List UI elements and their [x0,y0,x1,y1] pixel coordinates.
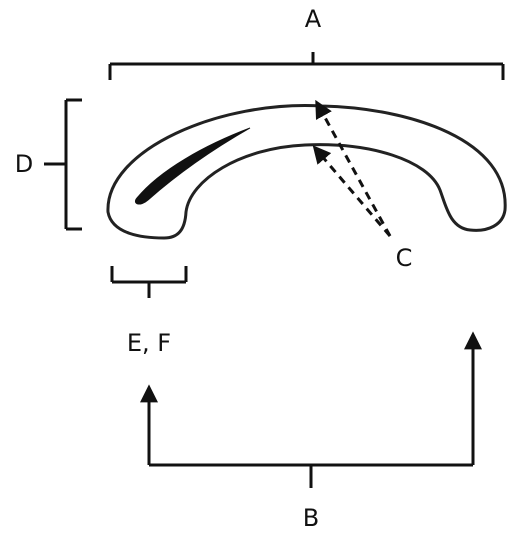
arrow-c-inner [312,145,392,237]
arrow-c-outer [315,99,392,237]
bracket-b [140,331,482,488]
arrows-c [312,99,392,237]
arch-shape [106,104,507,240]
bracket-ef [110,266,188,298]
bracket-d [44,98,82,231]
label-a: A [305,5,322,33]
label-d: D [15,150,33,178]
label-b: B [303,504,319,532]
arch-outline [106,104,507,240]
arch-inner-groove [134,127,251,205]
bracket-a [108,52,505,80]
label-ef: E, F [127,329,171,357]
label-c: C [396,244,413,272]
